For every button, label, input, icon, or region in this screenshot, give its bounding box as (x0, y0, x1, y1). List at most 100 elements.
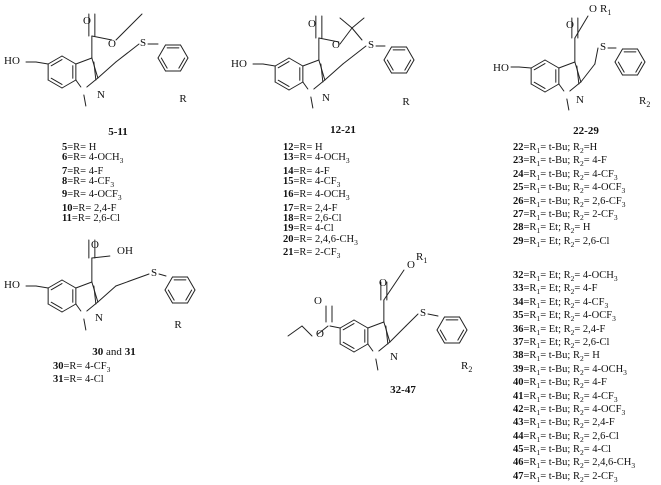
compound-number: 30 (53, 361, 64, 372)
compound-number: 44 (513, 430, 524, 442)
compound-substituents: =R= 4-OCH3 (67, 152, 124, 166)
compound-entry: 43=R1= t-Bu; R2= 2,4-F (513, 418, 635, 431)
compound-number: 24 (513, 168, 524, 180)
compound-substituents: =R= 2,4-F (72, 202, 117, 214)
compound-entry: 32=R1= Et; R2= 4-OCH3 (513, 270, 635, 284)
sulfur-label: S (368, 39, 374, 51)
compound-range-label: 32-47 (390, 384, 416, 396)
compound-substituents: =R1= Et; R2= 4-CF3 (523, 296, 609, 310)
compound-substituents: =R= 4-Cl (293, 223, 334, 235)
compound-substituents: =R= 2,6-Cl (71, 213, 120, 225)
compound-number: 27 (513, 208, 524, 220)
compound-substituents: =R1= Et; R2= 2,6-Cl (523, 336, 610, 351)
compound-substituents: =R= 4-CF3 (63, 361, 111, 375)
nitrogen-label: N (390, 351, 398, 363)
carbonyl-oxygen-label: O (91, 239, 99, 251)
compound-number: 45 (513, 444, 524, 456)
compound-entry: 18=R= 2,6-Cl (283, 213, 358, 225)
compound-entry: 45=R1= t-Bu; R2= 4-Cl (513, 444, 635, 458)
carbonyl-oxygen-label: O (308, 18, 316, 30)
compound-substituents: =R= H (293, 142, 323, 153)
r-substituent-label: R (402, 96, 410, 108)
r-substituent-label: R (174, 319, 182, 331)
compound-entry: 26=R1= t-Bu; R2= 2,6-CF3 (513, 196, 625, 210)
compound-number: 6 (62, 152, 68, 164)
compound-entry: 28=R1= Et; R2= H (513, 223, 625, 236)
ester-oxygen-label: O (316, 328, 324, 340)
compound-substituents: =R1= Et; R2= 4-OCH3 (523, 270, 618, 284)
compound-range-label: 22-29 (573, 125, 599, 137)
compound-number: 10 (62, 202, 73, 214)
sulfur-label: S (151, 267, 157, 279)
structure-12-21: HO O O S N R 12-21 (231, 18, 410, 136)
compound-substituents: =R1= t-Bu; R2= 2-CF3 (523, 208, 618, 223)
compound-number: 38 (513, 350, 524, 362)
nitrogen-label: N (97, 89, 105, 101)
compound-substituents: =R= 4-Cl (63, 374, 104, 386)
compound-number: 25 (513, 182, 524, 194)
compound-entry: 23=R1= t-Bu; R2= 4-F (513, 156, 625, 169)
compound-number: 14 (283, 165, 294, 177)
compound-substituents: =R= 4-F (67, 165, 104, 177)
compound-substituents: =R1= t-Bu; R2= 4-CF3 (523, 390, 618, 404)
compound-number: 15 (283, 175, 294, 187)
compound-number: 29 (513, 235, 524, 247)
compound-entry: 17=R= 2,4-F (283, 202, 358, 214)
compound-entry: 42=R1= t-Bu; R2= 4-OCF3 (513, 403, 635, 418)
compound-number: 18 (283, 213, 294, 225)
compound-entry: 7=R= 4-F (62, 165, 123, 177)
compound-substituents: =R= 2,4,6-CH3 (293, 233, 358, 247)
compound-entry: 41=R1= t-Bu; R2= 4-CF3 (513, 390, 635, 405)
compound-entry: 33=R1= Et; R2= 4-F (513, 284, 635, 297)
r1-label: R1 (416, 251, 427, 265)
compound-substituents: =R1= t-Bu; R2= 4-F (523, 155, 607, 169)
compound-substituents: =R= 4-CF3 (67, 175, 115, 190)
compound-number: 8 (62, 175, 68, 187)
compound-number: 28 (513, 222, 524, 234)
structure-32-47: O O O O R1 S N R2 32-47 (314, 251, 472, 396)
compound-substituents: =R= 2-CF3 (293, 247, 341, 261)
compound-entry: 11=R= 2,6-Cl (62, 213, 123, 225)
compound-substituents: =R1= t-Bu; R2= 4-OCH3 (523, 363, 627, 377)
compound-entry: 44=R1= t-Bu; R2= 2,6-Cl (513, 430, 635, 445)
compound-number: 7 (62, 165, 68, 177)
compound-entry: 38=R1= t-Bu; R2= H (513, 351, 635, 364)
compound-entry: 34=R1= Et; R2= 4-CF3 (513, 296, 635, 311)
compound-number: 37 (513, 336, 524, 348)
hydroxyl-label: HO (493, 62, 509, 74)
structure-22-29: HO O O R1 S N R2 22-29 (493, 3, 650, 137)
carbonyl-oxygen-label: O (566, 19, 574, 31)
compound-number: 9 (62, 189, 68, 201)
compound-substituents: =R1= Et; R2= 2,6-Cl (523, 235, 610, 249)
compound-number: 42 (513, 403, 524, 415)
compound-entry: 31=R= 4-Cl (53, 374, 110, 386)
ester-oxygen-label: O (108, 38, 116, 50)
compound-range-label: 12-21 (330, 124, 356, 136)
compound-substituents: =R= 2,4-F (293, 202, 338, 214)
compound-substituents: =R= 4-F (293, 165, 330, 177)
compound-number: 21 (283, 247, 294, 259)
compound-number: 34 (513, 296, 524, 308)
sulfur-label: S (600, 41, 606, 53)
compound-substituents: =R= 4-OCF3 (67, 189, 122, 203)
compound-number: 40 (513, 377, 524, 389)
compound-entry: 39=R1= t-Bu; R2= 4-OCH3 (513, 363, 635, 378)
compound-entry: 46=R1= t-Bu; R2= 2,4,6-CH3 (513, 458, 635, 471)
compound-number: 12 (283, 142, 294, 153)
compound-entry: 35=R1= Et; R2= 4-OCF3 (513, 310, 635, 324)
compound-substituents: =R1= t-Bu; R2= 2,4-F (523, 417, 615, 431)
hydroxyl-label: HO (231, 58, 247, 70)
compound-substituents: =R1= t-Bu; R2= 4-OCF3 (523, 182, 626, 196)
compound-number: 20 (283, 233, 294, 245)
compound-entry: 8=R= 4-CF3 (62, 175, 123, 190)
compound-number: 16 (283, 189, 294, 201)
compound-entry: 29=R1= Et; R2= 2,6-Cl (513, 235, 625, 250)
compound-number: 32 (513, 270, 524, 281)
r-substituent-label: R (179, 93, 187, 105)
compound-entry: 21=R= 2-CF3 (283, 247, 358, 261)
compound-entry: 15=R= 4-CF3 (283, 175, 358, 190)
compound-substituents: =R1= t-Bu; R2= 4-OCF3 (523, 403, 626, 417)
